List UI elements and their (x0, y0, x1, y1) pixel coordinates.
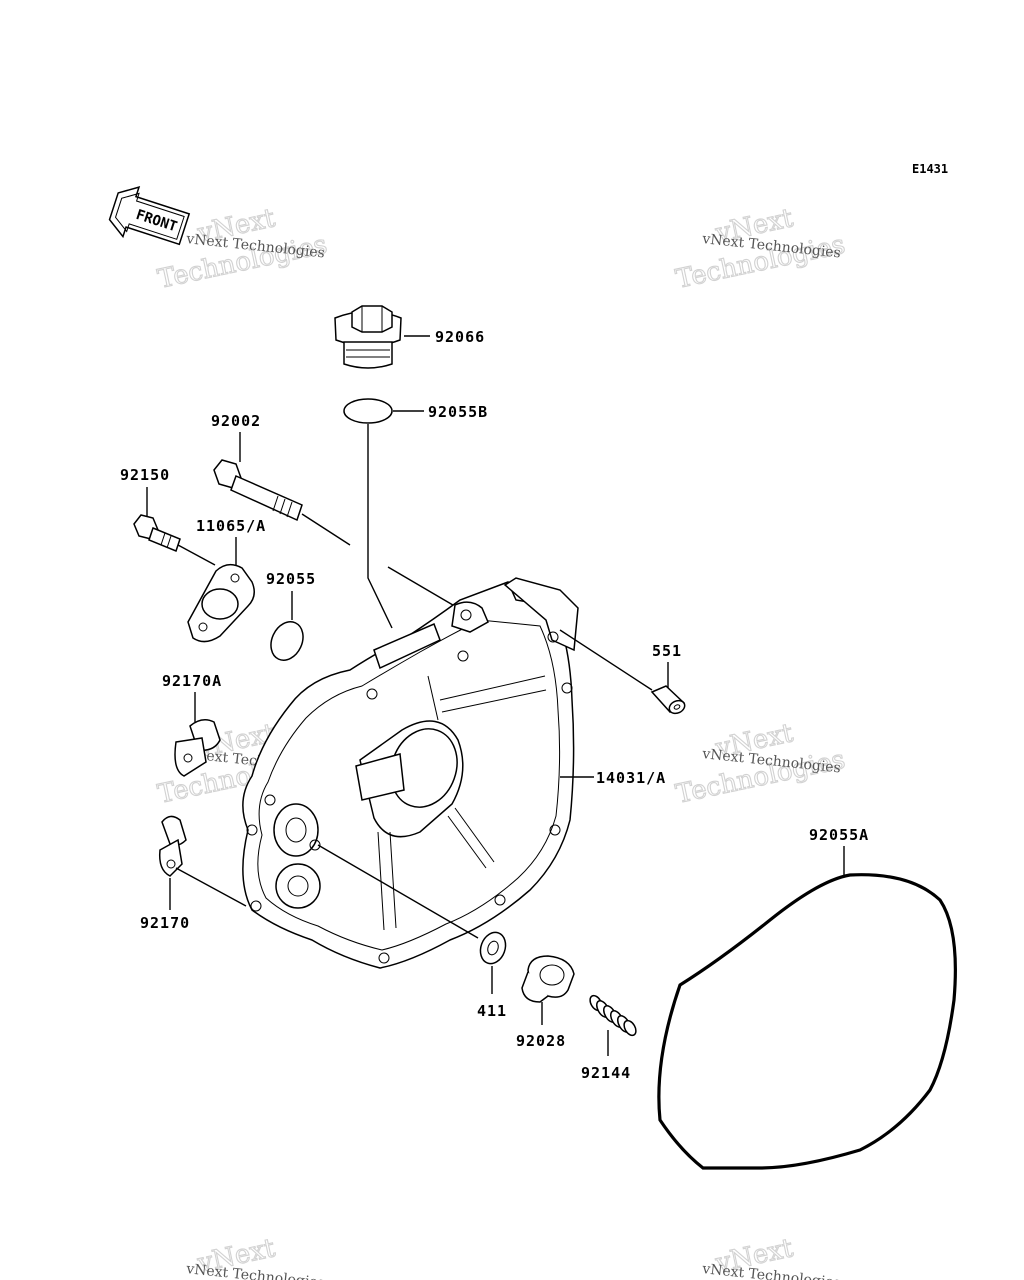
label-14031a: 14031/A (596, 769, 666, 787)
leader-92002-to-hole (387, 566, 459, 609)
label-92150: 92150 (120, 466, 170, 484)
watermark-bottom-right: vNext vNext Technologies (701, 1233, 842, 1280)
clamp-92170a (174, 719, 221, 777)
watermark-top-right: vNext Technologies vNext Technologies (673, 203, 849, 296)
label-92002: 92002 (211, 412, 261, 430)
bolt-92150 (133, 514, 181, 552)
watermark-bottom-left: vNext vNext Technologies (185, 1233, 326, 1280)
washer-411 (479, 931, 507, 965)
front-arrow-icon: FRONT (108, 185, 191, 246)
spring-92144 (589, 994, 637, 1037)
label-92055b: 92055B (428, 403, 488, 421)
label-92055: 92055 (266, 570, 316, 588)
leader-92170-to-cover (175, 867, 247, 907)
clutch-cover-14031a (242, 577, 579, 969)
bolt-92002 (213, 459, 303, 522)
gasket-92055a (657, 873, 957, 1170)
leader-92055b-down (367, 424, 393, 629)
watermark-mid-right: vNext Technologies vNext Technologies (673, 718, 849, 811)
o-ring-92055b (343, 398, 393, 424)
o-ring-92055 (270, 621, 304, 661)
dowel-pin-551 (650, 685, 686, 715)
leader-92150-to-cap (177, 544, 216, 566)
leader-411-to-cover (317, 844, 479, 939)
label-92028: 92028 (516, 1032, 566, 1050)
leader-92002-to-cover (301, 513, 351, 546)
clamp-92170 (158, 815, 187, 877)
label-92055a: 92055A (809, 826, 869, 844)
cap-11065a (187, 563, 255, 643)
label-411: 411 (477, 1002, 507, 1020)
bushing-92028 (521, 955, 575, 1003)
label-92066: 92066 (435, 328, 485, 346)
oil-filler-plug (334, 305, 402, 369)
label-92170a: 92170A (162, 672, 222, 690)
leader-551-to-cover (559, 629, 653, 691)
label-92144: 92144 (581, 1064, 631, 1082)
label-551: 551 (652, 642, 682, 660)
label-92170: 92170 (140, 914, 190, 932)
reference-code: E1431 (912, 162, 948, 176)
label-11065a: 11065/A (196, 517, 266, 535)
